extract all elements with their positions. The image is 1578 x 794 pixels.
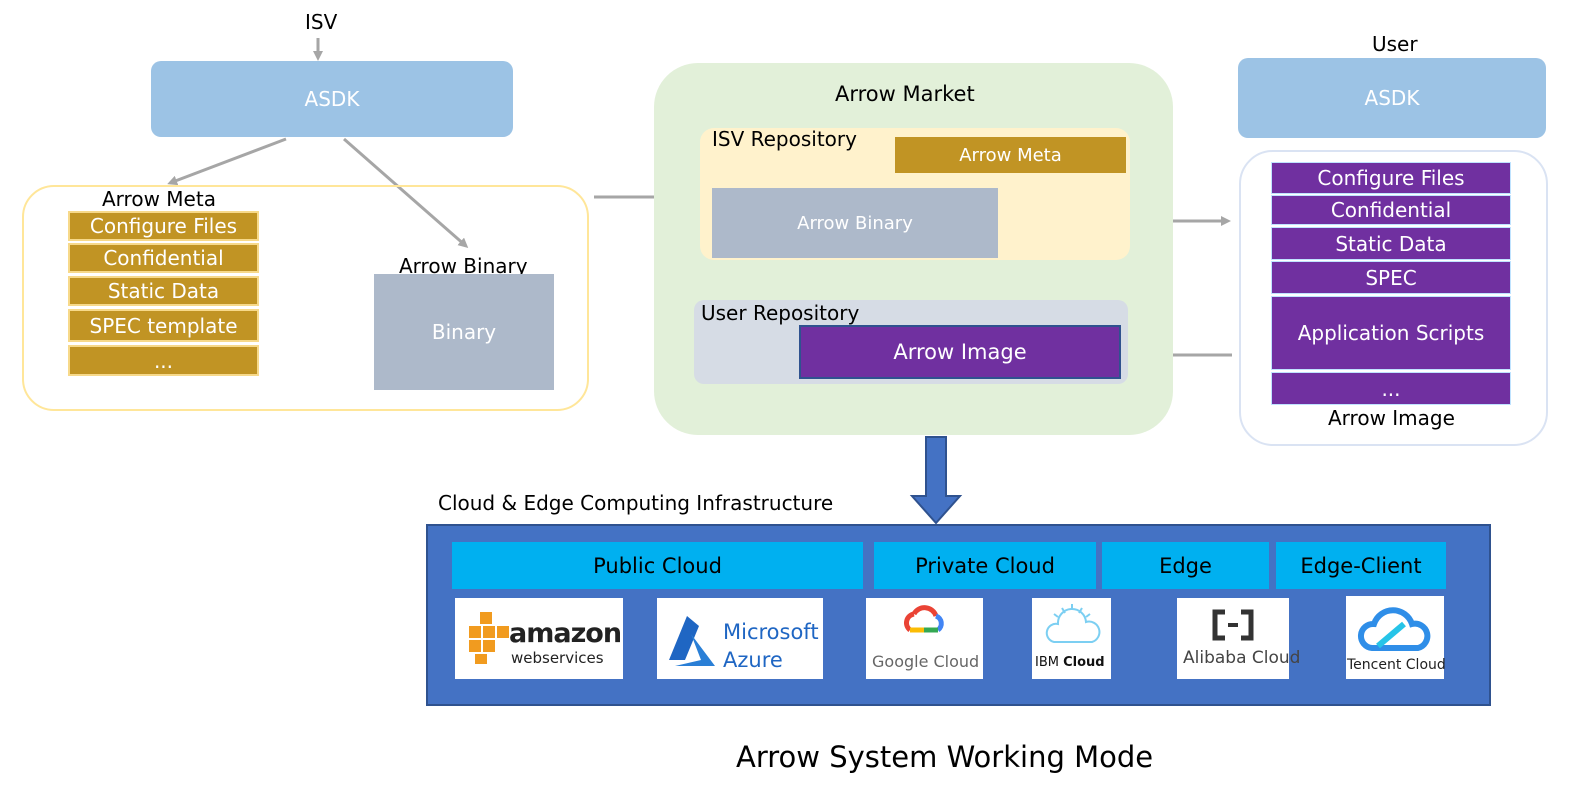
isv-repo-arrow-binary: Arrow Binary (712, 188, 998, 258)
alibaba-cloud-logo: Alibaba Cloud (1177, 598, 1300, 679)
arrow-asdk-to-meta (167, 137, 287, 186)
tencent-cloud-logo: Tencent Cloud (1346, 596, 1446, 679)
user-asdk-box: ASDK (1238, 58, 1546, 138)
meta-item: SPEC template (68, 309, 259, 342)
isv-asdk-box: ASDK (151, 61, 513, 137)
isv-package-container (22, 185, 589, 411)
deploy-down-arrow (909, 436, 963, 525)
ibm-cloud-icon (1045, 604, 1101, 643)
aws-logo: amazon webservices (455, 598, 623, 679)
ibm-cloud-wordmark: IBM Cloud (1035, 655, 1105, 670)
user-label: User (1372, 32, 1418, 56)
arrow-market-title: Arrow Market (835, 82, 975, 106)
aws-subtitle: webservices (511, 649, 604, 667)
google-cloud-wordmark: Google Cloud (872, 652, 980, 671)
arrow-image-container (1239, 150, 1548, 446)
binary-box: Binary (374, 274, 554, 390)
aws-wordmark: amazon (509, 618, 622, 649)
diagram-caption: Arrow System Working Mode (736, 740, 1154, 774)
category-edge-client: Edge-Client (1276, 542, 1446, 589)
azure-wordmark-line2: Azure (723, 648, 783, 672)
user-repo-arrow-image: Arrow Image (799, 325, 1121, 379)
image-item: Confidential (1271, 195, 1511, 225)
category-private-cloud: Private Cloud (874, 542, 1096, 589)
google-cloud-icon (904, 605, 944, 633)
image-item: Static Data (1271, 227, 1511, 260)
ibm-wordmark-suffix: Cloud (1063, 655, 1105, 670)
arrow-meta-title: Arrow Meta (102, 187, 216, 211)
meta-item: Configure Files (68, 211, 259, 241)
azure-icon (669, 616, 715, 666)
meta-item: Static Data (68, 276, 259, 306)
image-item: Configure Files (1271, 162, 1511, 194)
arrow-image-title: Arrow Image (1328, 406, 1455, 430)
image-item: Application Scripts (1271, 296, 1511, 370)
azure-wordmark-line1: Microsoft (723, 620, 819, 644)
category-edge: Edge (1102, 542, 1269, 589)
tencent-cloud-wordmark: Tencent Cloud (1347, 657, 1446, 673)
tencent-cloud-icon (1358, 607, 1431, 651)
meta-item: Confidential (68, 243, 259, 273)
alibaba-cloud-icon (1212, 609, 1254, 641)
azure-logo: Microsoft Azure (657, 598, 823, 679)
isv-repo-arrow-meta: Arrow Meta (895, 137, 1126, 173)
image-item: ... (1271, 372, 1511, 405)
google-cloud-logo: Google Cloud (866, 598, 983, 679)
ibm-wordmark-prefix: IBM (1035, 655, 1059, 670)
alibaba-cloud-wordmark: Alibaba Cloud (1183, 648, 1301, 668)
user-repository-title: User Repository (701, 301, 860, 325)
ibm-cloud-logo: IBM Cloud (1032, 598, 1111, 679)
isv-repository-title: ISV Repository (712, 127, 857, 151)
arrow-asdk-to-binary (343, 137, 469, 248)
image-item: SPEC (1271, 261, 1511, 294)
category-public-cloud: Public Cloud (452, 542, 863, 589)
aws-cubes-icon (469, 612, 509, 664)
meta-item: ... (68, 345, 259, 376)
isv-label: ISV (305, 10, 338, 34)
infrastructure-title: Cloud & Edge Computing Infrastructure (438, 491, 834, 515)
